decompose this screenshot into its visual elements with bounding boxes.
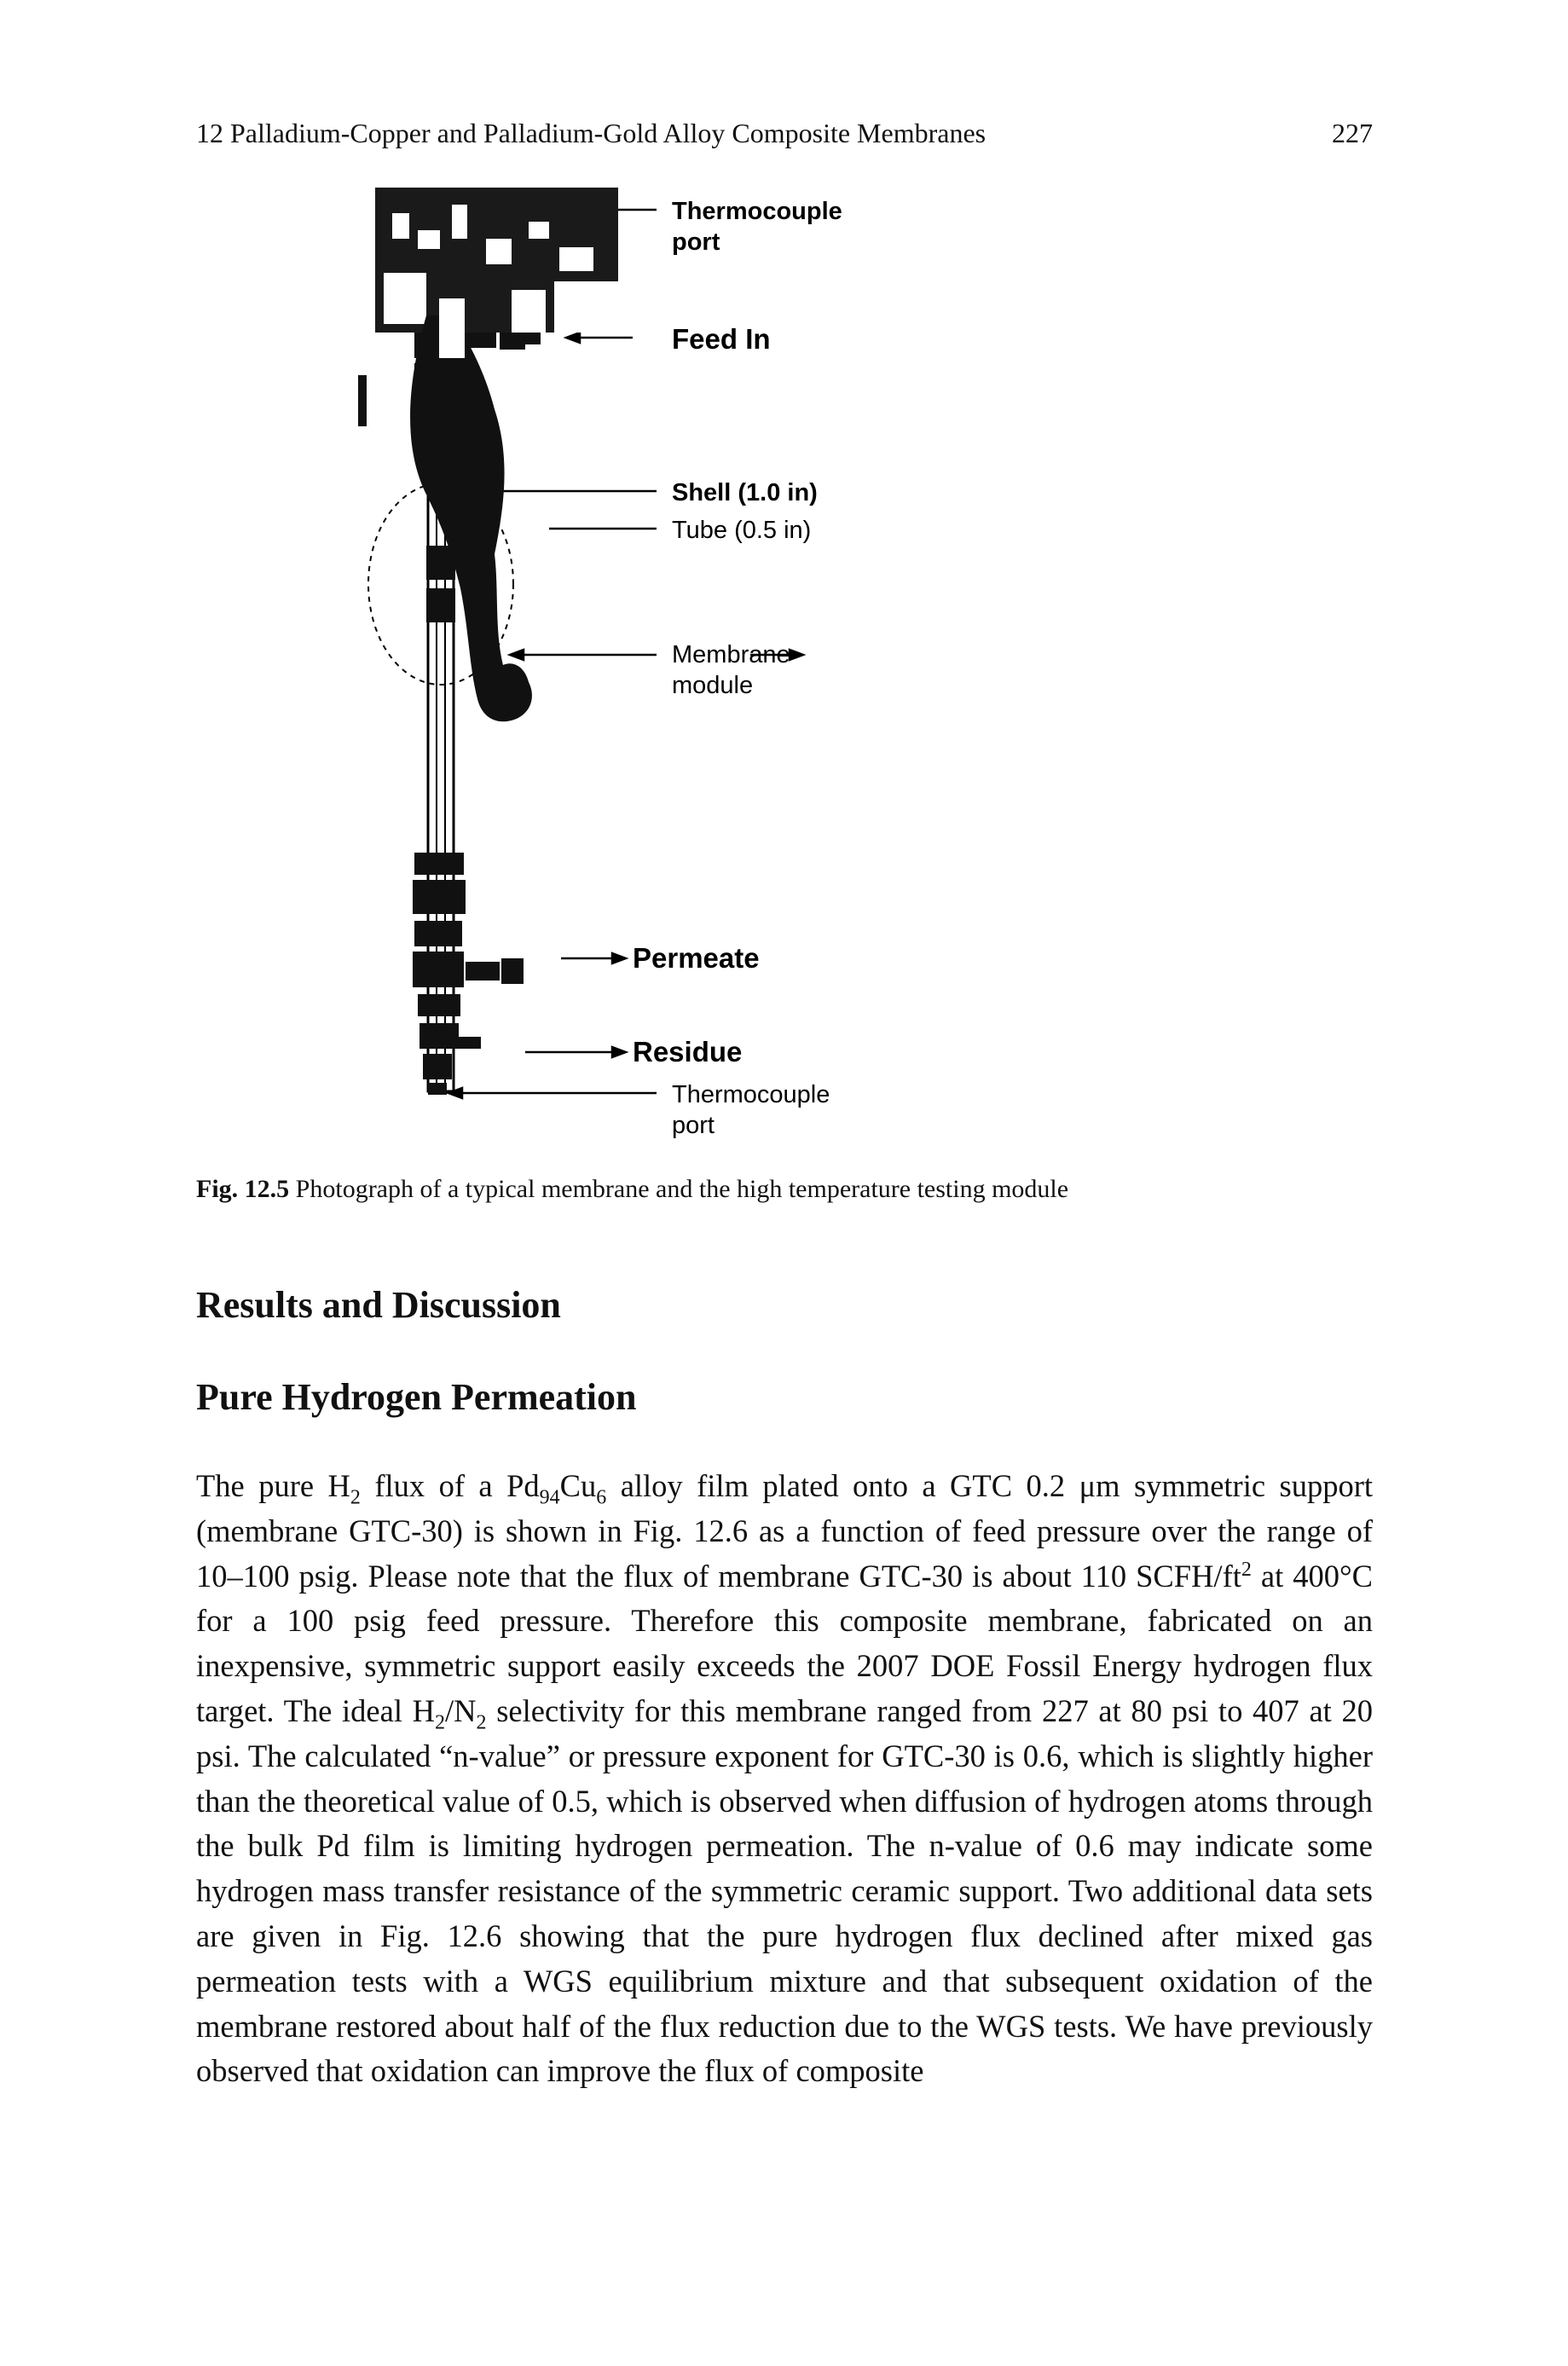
label-thermocouple-bottom-line2: port: [672, 1112, 715, 1139]
body-text-run: flux of a Pd: [360, 1468, 540, 1503]
label-thermocouple-top-line1: Thermocouple: [672, 198, 842, 225]
body-text-run: /N: [445, 1692, 477, 1728]
body-text-run: Cu: [559, 1468, 597, 1503]
label-thermocouple-top: Thermocouple port: [672, 196, 842, 257]
section-heading: Results and Discussion: [196, 1284, 561, 1326]
membrane-photograph: [358, 188, 618, 722]
label-thermocouple-top-line2: port: [672, 229, 720, 256]
figure-12-5: Thermocouple port Feed In Shell (1.0 in)…: [358, 188, 1211, 1143]
label-feed-in: Feed In: [672, 323, 771, 355]
label-thermocouple-bottom-line1: Thermocouple: [672, 1081, 830, 1108]
body-text-run: selectivity for this membrane ranged fro…: [196, 1692, 1373, 2089]
figure-caption-text: Photograph of a typical membrane and the…: [295, 1175, 1069, 1203]
figure-caption-number: Fig. 12.5: [196, 1175, 290, 1203]
label-shell: Shell (1.0 in): [672, 479, 818, 506]
running-head-title: 12 Palladium-Copper and Palladium-Gold A…: [196, 118, 987, 148]
label-membrane-line2: module: [672, 672, 754, 699]
label-membrane-module: Membrane module: [672, 639, 790, 701]
running-head: 12 Palladium-Copper and Palladium-Gold A…: [196, 118, 1373, 149]
label-permeate: Permeate: [633, 942, 760, 974]
subscript: 2: [350, 1486, 361, 1509]
subscript: 94: [539, 1486, 560, 1509]
body-text-run: alloy film plated onto a GTC 0.2 μm symm…: [196, 1468, 1374, 1594]
superscript: 2: [1241, 1558, 1252, 1581]
subscript: 2: [435, 1711, 446, 1734]
subscript: 6: [596, 1486, 607, 1509]
body-paragraph: The pure H2 flux of a Pd94Cu6 alloy film…: [196, 1464, 1373, 2094]
body-text-run: The pure H: [196, 1468, 350, 1503]
label-thermocouple-bottom: Thermocouple port: [672, 1079, 830, 1141]
label-membrane-line1: Membrane: [672, 641, 790, 668]
subscript: 2: [476, 1711, 487, 1734]
label-tube: Tube (0.5 in): [672, 517, 812, 544]
label-residue: Residue: [633, 1036, 743, 1067]
figure-caption: Fig. 12.5 Photograph of a typical membra…: [196, 1175, 1390, 1204]
page-number: 227: [1332, 118, 1373, 148]
subsection-heading: Pure Hydrogen Permeation: [196, 1376, 637, 1418]
body-text-run: at 400°C for a 100 psig feed pressure. T…: [196, 1558, 1373, 1728]
